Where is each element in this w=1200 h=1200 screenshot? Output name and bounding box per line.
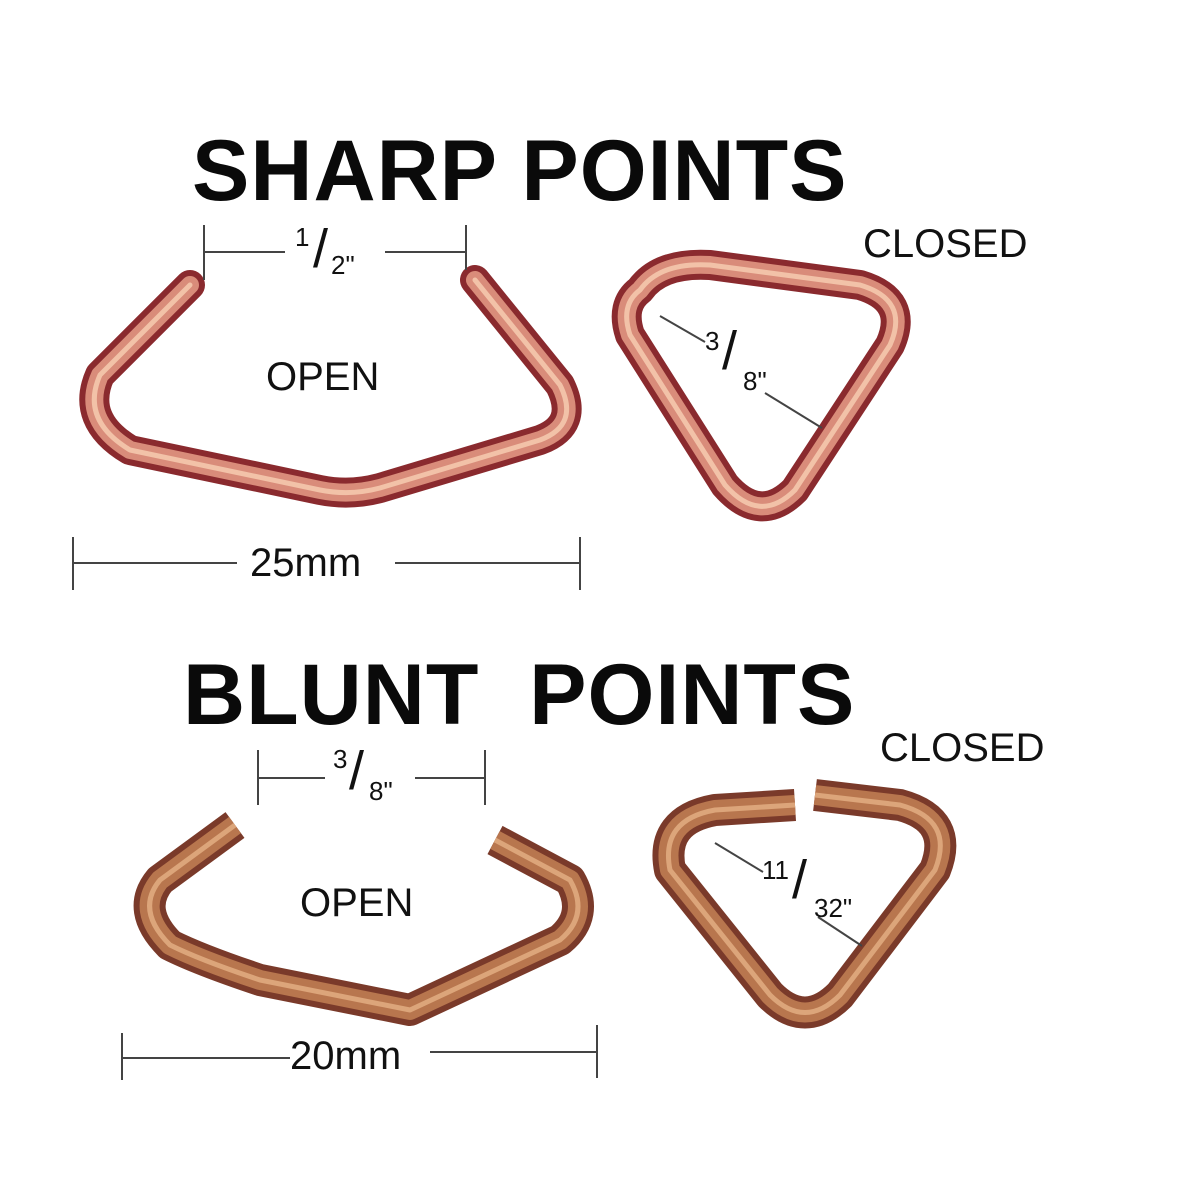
fraction-slash: / (722, 321, 738, 381)
sharp-open-ring-image (79, 265, 582, 508)
fraction-denominator: 8" (743, 366, 767, 396)
sharp-closed-label: CLOSED (863, 222, 1028, 266)
sharp-open-width-dimension: 25mm (250, 541, 362, 585)
fraction-slash: / (313, 219, 329, 279)
fraction-numerator: 1 (295, 222, 310, 252)
fraction-slash: / (792, 850, 808, 910)
sharp-closed-ring-image (611, 249, 911, 522)
blunt-points-title: BLUNT POINTS (183, 647, 856, 743)
fraction-slash: / (349, 741, 365, 801)
fraction-numerator: 3 (333, 744, 348, 774)
fraction-denominator: 32" (814, 893, 853, 923)
blunt-open-ring-image (133, 812, 594, 1026)
sharp-open-label: OPEN (266, 355, 380, 399)
blunt-open-width-dimension: 20mm (290, 1034, 402, 1078)
fraction-numerator: 11 (762, 855, 789, 885)
blunt-closed-label: CLOSED (880, 726, 1045, 770)
fraction-numerator: 3 (705, 326, 720, 356)
blunt-closed-ring-image (652, 779, 957, 1029)
fraction-denominator: 2" (331, 250, 355, 280)
sharp-points-title: SHARP POINTS (192, 123, 848, 219)
blunt-open-label: OPEN (300, 881, 414, 925)
dimension-lines (72, 225, 863, 1080)
fraction-denominator: 8" (369, 776, 393, 806)
